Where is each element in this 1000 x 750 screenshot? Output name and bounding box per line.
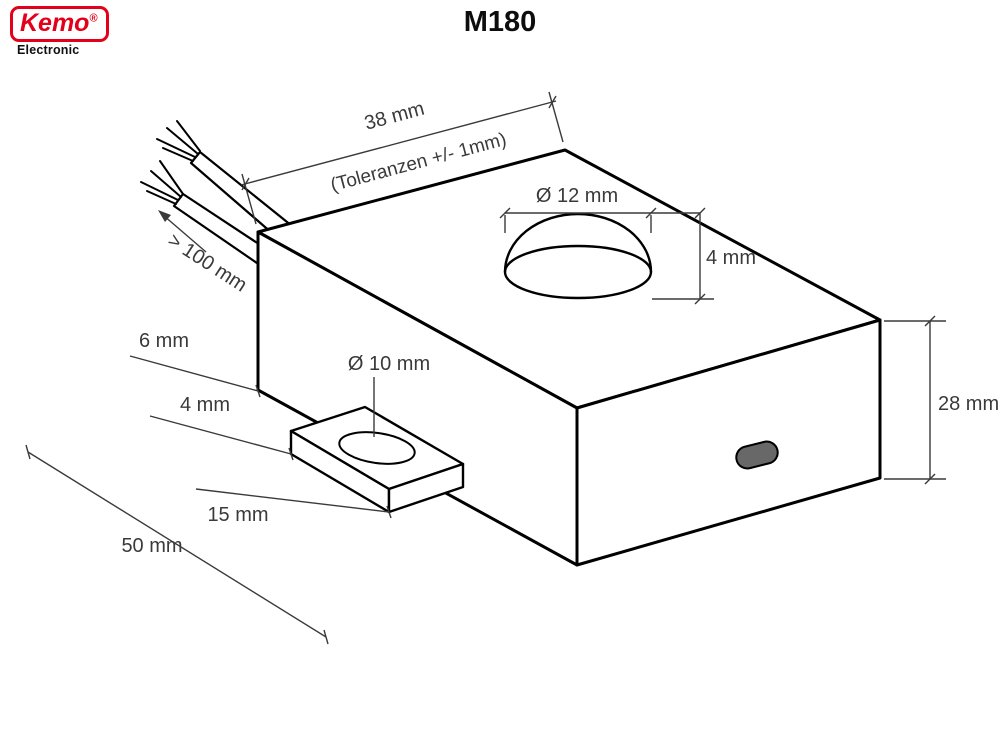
tick-mark (645, 207, 657, 219)
dome-base-ellipse (503, 244, 653, 300)
tab-front-right-face (387, 462, 465, 514)
tick-mark (924, 473, 936, 485)
kemo-logo-box: Kemo® (10, 6, 109, 42)
leader-line (162, 214, 207, 253)
leader-line (149, 415, 292, 455)
kemo-logo-subtitle: Electronic (17, 42, 80, 57)
dim-15mm: 15 mm (195, 488, 392, 526)
arrowhead (158, 210, 171, 222)
tick-mark (288, 447, 294, 461)
wire-tip (140, 181, 179, 201)
dim-label-15mm: 15 mm (207, 504, 268, 526)
dim-dome: Ø 12 mm 4 mm (499, 185, 756, 305)
dim-28mm: 28 mm (884, 315, 999, 485)
tick-mark (386, 505, 392, 519)
tick-mark (548, 95, 557, 109)
mounting-tab (289, 405, 465, 514)
wire-tip (156, 138, 196, 158)
page-title: M180 (463, 6, 537, 38)
sensor-dome (503, 212, 653, 300)
dim-line (240, 100, 557, 186)
dome-cap-arc (503, 212, 653, 274)
tick-mark (241, 177, 250, 191)
dim-label-38mm: 38 mm (362, 98, 427, 135)
dim-label-50mm: 50 mm (121, 535, 182, 557)
kemo-logo: Kemo® Electronic (10, 6, 109, 57)
side-knob (735, 440, 779, 470)
wire-tip (146, 190, 177, 205)
dim-4mm-tab: 4 mm (149, 394, 294, 461)
tick-mark (924, 315, 936, 327)
dim-line (27, 451, 327, 638)
wire-tip (159, 160, 184, 195)
dim-hole: Ø 10 mm (348, 353, 430, 437)
dim-label-4mm-tab: 4 mm (180, 394, 230, 416)
leader-line (129, 355, 259, 392)
dim-label-6mm: 6 mm (139, 330, 189, 352)
wire-tip (176, 120, 201, 152)
dim-label-dome-diameter: Ø 12 mm (536, 185, 618, 207)
tick-mark (694, 293, 706, 305)
extension-line (548, 91, 564, 143)
dim-label-hole-diameter: Ø 10 mm (348, 353, 430, 375)
tick-mark (255, 384, 261, 398)
wire-tip (150, 170, 182, 198)
tick-mark (499, 207, 511, 219)
leader-line (195, 488, 390, 513)
tick-mark (694, 207, 706, 219)
kemo-brand-text: Kemo (20, 9, 90, 37)
dim-label-dome-height: 4 mm (706, 247, 756, 269)
mounting-hole (338, 431, 416, 465)
dim-50mm: 50 mm (25, 444, 329, 645)
tick-mark (323, 629, 329, 645)
housing-front-right-face (575, 318, 882, 567)
wire-tip (162, 147, 194, 162)
dim-6mm: 6 mm (129, 330, 261, 398)
registered-mark: ® (89, 12, 98, 25)
extension-line (241, 173, 257, 225)
tick-mark (25, 444, 31, 460)
wire-tip (166, 127, 199, 155)
dim-label-28mm: 28 mm (938, 393, 999, 415)
